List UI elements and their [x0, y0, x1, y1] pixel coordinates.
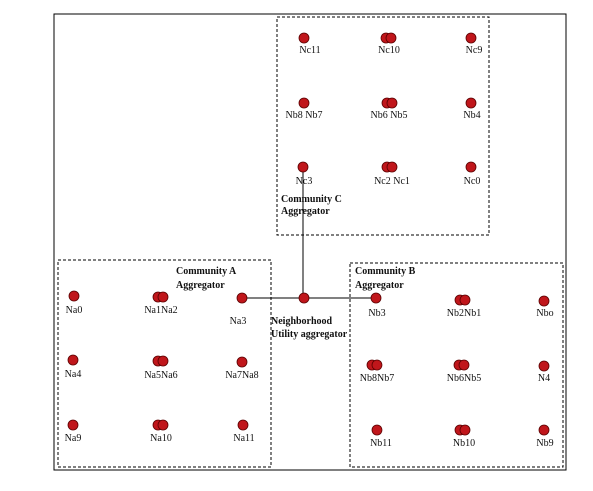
node-label: Na9 [65, 433, 82, 444]
node-dot [538, 295, 550, 307]
node-nc3: Nc3 [296, 161, 313, 187]
node-label: Nb9 [536, 438, 553, 449]
community-c-label-line2: Aggregator [281, 206, 330, 217]
node-nb3: Nb3 [368, 292, 386, 319]
community-a-label-line2: Aggregator [176, 280, 225, 291]
node-label: Na0 [66, 305, 83, 316]
node-na4: Na4 [65, 354, 82, 380]
node-na7na8: Na7Na8 [225, 356, 259, 381]
node-na11: Na11 [233, 419, 255, 444]
node-label: Na5Na6 [144, 370, 177, 381]
node-label: Nb6Nb5 [447, 373, 481, 384]
node-dot [371, 359, 383, 371]
node-dot [465, 161, 477, 173]
outer-frame [53, 13, 567, 471]
node-dot [385, 32, 397, 44]
node-nb11: Nb11 [370, 424, 392, 449]
node-label: Nc9 [466, 45, 483, 56]
community-c-label-line1: Community C [281, 194, 342, 205]
node-nc10: Nc10 [378, 32, 400, 56]
node-dot [68, 290, 80, 302]
node-dot [297, 161, 309, 173]
community-a-box [57, 259, 272, 468]
node-label: Nb4 [463, 110, 480, 121]
node-nc0: Nc0 [464, 161, 481, 187]
node-nb8-nb7-top: Nb8 Nb7 [286, 97, 323, 121]
node-dot [67, 419, 79, 431]
node-label: Nb8 Nb7 [286, 110, 323, 121]
node-label: Nb6 Nb5 [371, 110, 408, 121]
node-na9: Na9 [65, 419, 82, 444]
node-dot [386, 97, 398, 109]
node-label: Nb8Nb7 [360, 373, 394, 384]
node-nbo: Nbo [536, 295, 554, 319]
node-dot [67, 354, 79, 366]
node-label: Nb2Nb1 [447, 308, 481, 319]
node-dot [538, 424, 550, 436]
node-label: Utility aggregator [271, 329, 348, 340]
node-dot [459, 424, 471, 436]
node-nb6nb5: Nb6Nb5 [447, 359, 481, 384]
node-nc2-nc1: Nc2 Nc1 [374, 161, 410, 187]
node-label: Na4 [65, 369, 82, 380]
node-dot [538, 360, 550, 372]
node-label: Nc10 [378, 45, 400, 56]
node-dot [157, 355, 169, 367]
node-na0: Na0 [66, 290, 83, 316]
node-nb2nb1: Nb2Nb1 [447, 294, 481, 319]
node-dot [458, 359, 470, 371]
node-neighborhood-aggregator: Neighborhood Utility aggregator [271, 292, 348, 340]
node-na3: Na3 [230, 292, 248, 327]
node-dot [465, 32, 477, 44]
node-dot [465, 97, 477, 109]
node-label: Na11 [233, 433, 254, 444]
node-dot [459, 294, 471, 306]
node-label: Nb11 [370, 438, 392, 449]
node-nb8nb7: Nb8Nb7 [360, 359, 394, 384]
node-dot [157, 291, 169, 303]
node-nb10: Nb10 [453, 424, 475, 449]
node-dot [298, 32, 310, 44]
community-a-label-line1: Community A [176, 266, 237, 277]
node-dot [298, 97, 310, 109]
node-label: Na1Na2 [144, 305, 177, 316]
node-dot [157, 419, 169, 431]
node-nc9: Nc9 [465, 32, 483, 56]
node-nb9: Nb9 [536, 424, 554, 449]
node-label: Neighborhood [271, 316, 333, 327]
node-label: Na7Na8 [225, 370, 258, 381]
node-dot [386, 161, 398, 173]
community-c-box [276, 16, 490, 236]
node-na1na2: Na1Na2 [144, 291, 178, 316]
node-n4: N4 [538, 360, 550, 384]
node-label: Na10 [150, 433, 172, 444]
node-label: N4 [538, 373, 550, 384]
node-label: Nc0 [464, 176, 481, 187]
node-label: Na3 [230, 316, 247, 327]
community-b-box [349, 262, 564, 468]
node-label: Nb10 [453, 438, 475, 449]
node-dot [237, 419, 249, 431]
node-label: Nc3 [296, 176, 313, 187]
node-label: Nbo [536, 308, 553, 319]
node-na10: Na10 [150, 419, 172, 444]
node-dot [236, 356, 248, 368]
community-b-label-line1: Community B [355, 266, 416, 277]
node-dot [236, 292, 248, 304]
node-dot [370, 292, 382, 304]
community-b-label-line2: Aggregator [355, 280, 404, 291]
node-nb6-nb5-top: Nb6 Nb5 [371, 97, 408, 121]
node-label: Nc11 [299, 45, 320, 56]
node-dot [298, 292, 310, 304]
node-nc11: Nc11 [298, 32, 321, 56]
node-nb4: Nb4 [463, 97, 481, 121]
node-label: Nc2 Nc1 [374, 176, 410, 187]
node-label: Nb3 [368, 308, 385, 319]
node-dot [371, 424, 383, 436]
node-na5na6: Na5Na6 [144, 355, 178, 381]
